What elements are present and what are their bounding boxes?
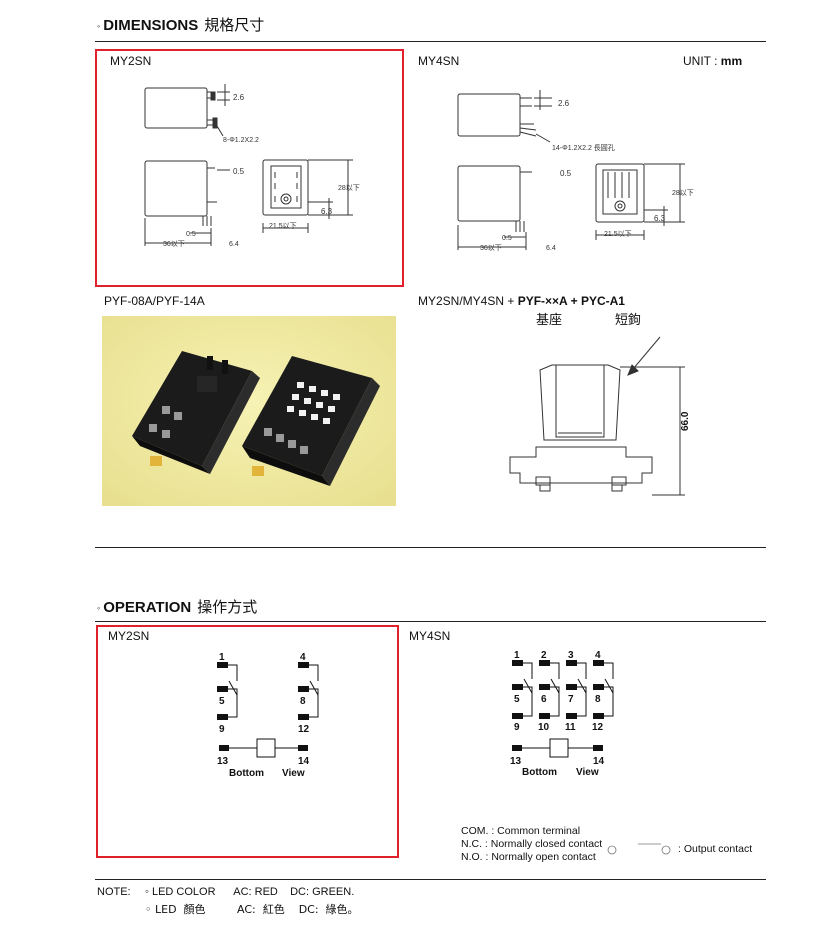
combo-pyf: PYF-××A: [517, 294, 568, 308]
unit-value: mm: [720, 54, 743, 68]
contact-legend: COM. : Common terminal N.C. : Normally c…: [461, 825, 602, 864]
my2sn-pin-note: 8-Φ1.2X2.2: [223, 137, 259, 144]
heading-bullet: ◦: [97, 21, 101, 32]
my2sn-t13: 13: [217, 756, 229, 767]
dimensions-rule: [95, 41, 766, 42]
my4sn-t13: 13: [510, 756, 522, 767]
my2sn-dimension-highlight: [95, 49, 404, 287]
my4sn-t12: 12: [592, 722, 604, 733]
legend-com: COM. : Common terminal: [461, 825, 581, 837]
legend-no: N.O. : Normally open contact: [461, 851, 596, 863]
operation-rule: [95, 621, 766, 622]
my2sn-op-label: MY2SN: [108, 629, 150, 643]
my2sn-dimension-drawing: 2.6 8-Φ1.2X2.2 0.5 28以下 6.3 21.5以下 0.5 3…: [144, 84, 360, 248]
my2sn-dim-63: 6.3: [321, 207, 333, 216]
my4sn-t11: 11: [565, 722, 576, 733]
my4sn-dim-63: 6.3: [654, 214, 666, 223]
note-line-2: ◦ LED 顏色 AC: 紅色 DC: 綠色。: [145, 903, 359, 916]
my4sn-pin-note: 14-Φ1.2X2.2 長圓孔: [552, 144, 615, 152]
my4sn-dimension-drawing: 2.6 14-Φ1.2X2.2 長圓孔 0.5 28以下 6.3 21.5以下 …: [457, 90, 694, 252]
my4sn-t6: 6: [541, 694, 547, 705]
combo-label: MY2SN/MY4SN + PYF-××A + PYC-A1: [418, 294, 625, 308]
my2sn-t4: 4: [300, 652, 306, 663]
my4sn-t7: 7: [568, 694, 574, 705]
my4sn-dim-36: 36以下: [480, 244, 502, 252]
my4sn-bottom: Bottom: [522, 767, 557, 778]
note-line-1: ◦ LED COLOR AC: RED DC: GREEN.: [145, 886, 355, 898]
my4sn-dim-label: MY4SN: [418, 54, 460, 68]
my4sn-dim-top: 2.6: [558, 99, 570, 108]
dimensions-heading: ◦DIMENSIONS 規格尺寸: [97, 14, 264, 35]
unit-label-text: UNIT :: [683, 54, 718, 68]
my4sn-t5: 5: [514, 694, 520, 705]
socket-photo-art: [102, 316, 396, 506]
my2sn-bottom: Bottom: [229, 768, 264, 779]
my4sn-t8: 8: [595, 694, 601, 705]
my4sn-dim-05b: 0.5: [502, 235, 512, 242]
my2sn-t5: 5: [219, 696, 225, 707]
my4sn-op-label: MY4SN: [409, 629, 451, 643]
legend-output: : Output contact: [678, 843, 753, 855]
legend-nc: N.C. : Normally closed contact: [461, 838, 603, 850]
combo-cn-base: 基座: [536, 313, 563, 328]
my2sn-t9: 9: [219, 724, 225, 735]
my2sn-t12: 12: [298, 724, 310, 735]
combo-height: 66.0: [680, 411, 691, 431]
my4sn-view: View: [576, 767, 599, 778]
my2sn-dim-05b: 0.5: [186, 231, 196, 238]
my4sn-dim-215: 21.5以下: [604, 230, 632, 238]
my2sn-dim-top: 2.6: [233, 93, 245, 102]
dimensions-title-cn: 規格尺寸: [204, 16, 265, 34]
my4sn-t10: 10: [538, 722, 550, 733]
operation-bullet: ◦: [97, 603, 101, 614]
combo-assembly-drawing: 66.0: [509, 336, 691, 496]
my2sn-t8: 8: [300, 696, 306, 707]
socket-photo: [102, 316, 396, 506]
unit-label: UNIT : mm: [683, 54, 742, 68]
pyf-label: PYF-08A/PYF-14A: [104, 294, 205, 308]
combo-plus: +: [567, 294, 581, 308]
my4sn-t1: 1: [514, 650, 520, 661]
my4sn-t2: 2: [541, 650, 547, 661]
my2sn-dim-64: 6.4: [229, 241, 239, 248]
operation-title-cn: 操作方式: [197, 598, 258, 616]
my2sn-operation-highlight: [96, 625, 399, 858]
my2sn-t14: 14: [298, 756, 310, 767]
combo-base: MY2SN/MY4SN +: [418, 294, 518, 308]
my4sn-circuit-diagram: 1 2 3 4 5 6 7 8 9 10 11 12 13 14 Bottom …: [510, 650, 614, 778]
my2sn-view: View: [282, 768, 305, 779]
my4sn-t14: 14: [593, 756, 605, 767]
my4sn-dim-side: 0.5: [560, 169, 572, 178]
note-label: NOTE:: [97, 886, 131, 898]
my2sn-dim-36: 36以下: [163, 240, 185, 248]
combo-cn-clip: 短鉤: [615, 313, 642, 328]
operation-end-rule: [95, 879, 766, 880]
my4sn-dim-64: 6.4: [546, 245, 556, 252]
dimensions-end-rule: [95, 547, 766, 548]
my4sn-t4: 4: [595, 650, 601, 661]
my2sn-dim-height: 28以下: [338, 184, 360, 192]
my2sn-dim-label: MY2SN: [110, 54, 152, 68]
my2sn-circuit-diagram: 1 5 9 4 8 12 13 14 Bottom View: [217, 652, 319, 779]
my2sn-t1: 1: [219, 652, 225, 663]
output-contact-symbol: [607, 843, 671, 855]
my4sn-t9: 9: [514, 722, 520, 733]
my4sn-dim-height: 28以下: [672, 189, 694, 197]
my4sn-t3: 3: [568, 650, 574, 661]
combo-pyc: PYC-A1: [580, 294, 625, 308]
my2sn-dim-215: 21.5以下: [269, 222, 297, 230]
dimensions-title: DIMENSIONS: [103, 17, 199, 34]
operation-title: OPERATION: [103, 599, 192, 616]
my2sn-dim-side: 0.5: [233, 167, 245, 176]
operation-heading: ◦OPERATION 操作方式: [97, 596, 257, 617]
